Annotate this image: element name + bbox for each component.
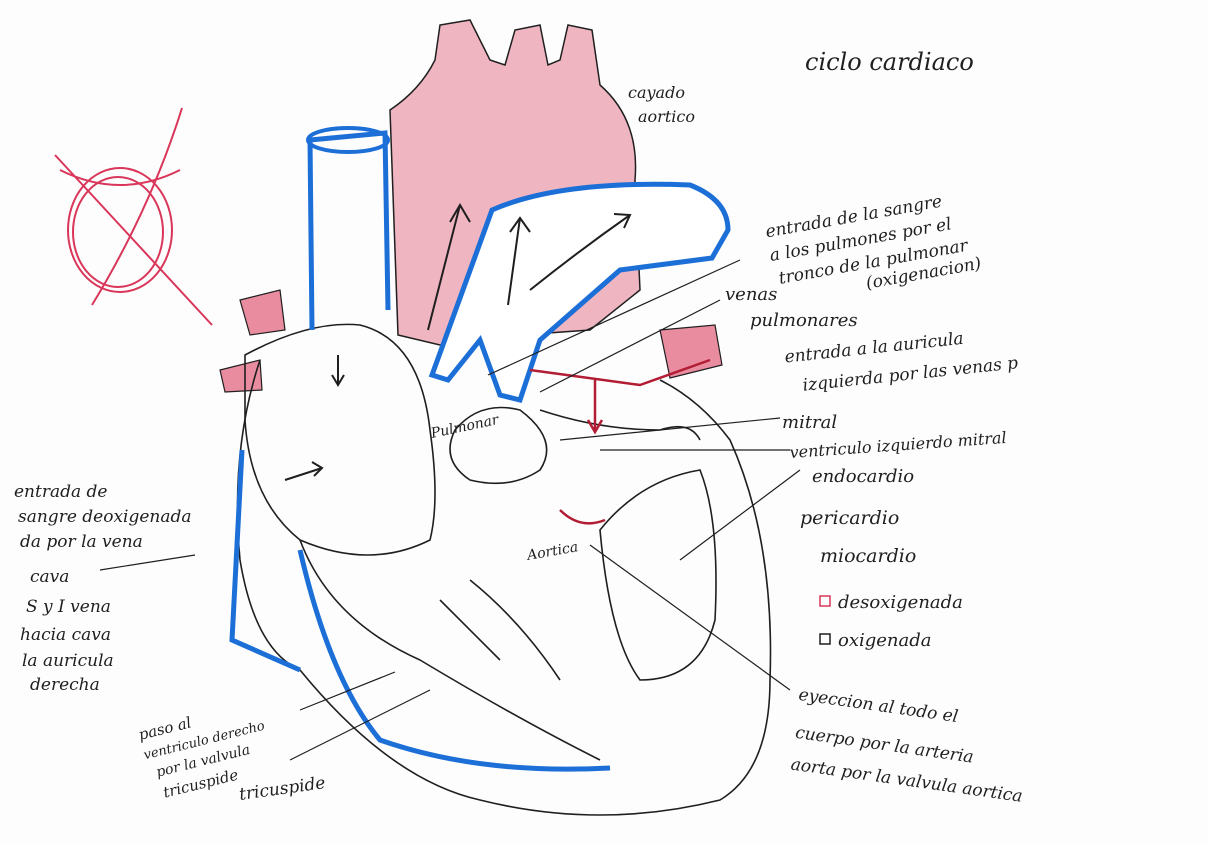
svg-text:da por la vena: da por la vena <box>20 532 143 552</box>
svg-text:sangre deoxigenada: sangre deoxigenada <box>18 507 192 527</box>
label-vena-cava-entry: entrada de sangre deoxigenada da por la … <box>14 482 192 695</box>
label-pulmonary-entry: entrada de la sangre a los pulmones por … <box>764 187 983 310</box>
legend: desoxigenada oxigenada <box>820 592 963 651</box>
svg-text:S y I vena: S y I vena <box>26 597 111 617</box>
legend-swatch-deoxygenated <box>820 596 830 606</box>
svg-text:aorta por la valvula aortica: aorta por la valvula aortica <box>790 754 1024 806</box>
svg-text:venas: venas <box>725 284 777 305</box>
label-pulmonary-veins: venas pulmonares <box>725 284 858 331</box>
svg-text:cava: cava <box>30 567 69 587</box>
diagram-title: ciclo cardiaco <box>805 48 974 76</box>
svg-text:entrada de: entrada de <box>14 482 107 502</box>
label-miocardio: miocardio <box>820 545 916 567</box>
label-left-atrium-entry: entrada a la auricula izquierda por las … <box>784 323 1019 397</box>
legend-swatch-oxygenated <box>820 634 830 644</box>
svg-text:hacia cava: hacia cava <box>20 625 111 645</box>
label-cayado: cayado aortico <box>628 83 695 126</box>
label-ejection: eyeccion al todo el cuerpo por la arteri… <box>788 685 1034 807</box>
svg-text:la auricula: la auricula <box>22 651 114 671</box>
crossed-out-mark <box>55 108 212 325</box>
label-pulmonary-valve: Pulmonar <box>429 412 502 442</box>
label-aortic-valve: Aortica <box>524 539 579 564</box>
label-tricuspid: tricuspide <box>238 773 327 805</box>
svg-text:aortico: aortico <box>638 107 695 126</box>
label-endocardio: endocardio <box>812 466 914 487</box>
label-pericardio: pericardio <box>800 507 899 529</box>
svg-text:pulmonares: pulmonares <box>750 310 858 331</box>
svg-text:derecha: derecha <box>30 675 100 695</box>
svg-text:eyeccion al todo el: eyeccion al todo el <box>797 685 959 727</box>
red-flow-arrows <box>530 360 710 523</box>
svg-text:cayado: cayado <box>628 83 685 102</box>
legend-label-deoxygenated: desoxigenada <box>838 592 963 613</box>
label-mitral: mitral <box>782 412 837 433</box>
legend-label-oxygenated: oxigenada <box>838 630 932 651</box>
